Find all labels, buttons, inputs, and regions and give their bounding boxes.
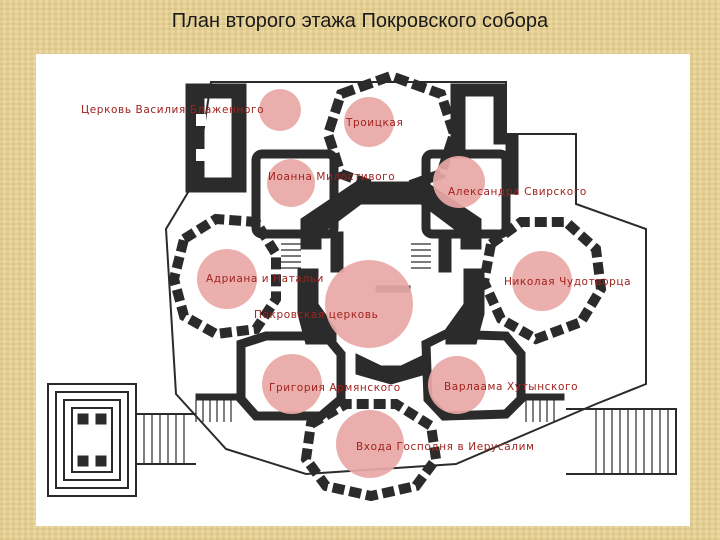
label-troitskaya: Троицкая bbox=[345, 117, 403, 129]
label-varlaam: Варлаама Хутынского bbox=[444, 381, 578, 393]
dome-grigory bbox=[262, 354, 322, 414]
dome-nikola bbox=[512, 251, 572, 311]
chapel-vasily-walls bbox=[185, 83, 247, 193]
floor-plan-drawing: Церковь Василия Блаженного Троицкая Иоан… bbox=[47, 70, 677, 502]
label-nikola: Николая Чудотворца bbox=[504, 276, 631, 288]
right-porch bbox=[566, 408, 677, 475]
dome-varlaam bbox=[428, 356, 486, 414]
chapel-nikola bbox=[478, 217, 607, 345]
slide-title: План второго этажа Покровского собора bbox=[171, 10, 549, 32]
galleries bbox=[195, 393, 565, 422]
dome-alexandr bbox=[433, 156, 485, 208]
stairs bbox=[281, 243, 431, 269]
dome-pokrovskaya bbox=[325, 260, 413, 348]
central-church-walls bbox=[297, 181, 485, 385]
left-porch bbox=[47, 383, 196, 497]
label-adrian: Адриана и Натальи bbox=[206, 273, 324, 285]
dome-markers bbox=[197, 89, 572, 478]
outer-perimeter bbox=[164, 81, 647, 476]
label-vhod: Входа Господня в Иерусалим bbox=[356, 441, 535, 453]
floor-plan: Церковь Василия Блаженного Троицкая Иоан… bbox=[36, 54, 690, 526]
label-alexandr: Александра Свирского bbox=[448, 186, 587, 198]
dome-vhod bbox=[336, 410, 404, 478]
label-vasily: Церковь Василия Блаженного bbox=[81, 104, 264, 116]
left-porch-pillars bbox=[77, 413, 107, 467]
chapel-ioann bbox=[251, 149, 339, 239]
label-pokrovskaya: Покровская церковь bbox=[254, 309, 378, 321]
dome-adrian bbox=[197, 249, 257, 309]
label-grigory: Григория Армянского bbox=[269, 382, 401, 394]
chapel-grigory bbox=[236, 331, 346, 421]
dome-ioann bbox=[267, 159, 315, 207]
dome-troitskaya bbox=[344, 97, 394, 147]
chapel-labels: Церковь Василия Блаженного Троицкая Иоан… bbox=[81, 104, 631, 453]
chapel-vhod bbox=[300, 399, 442, 502]
chapel-adrian bbox=[168, 213, 281, 340]
dome-vasily bbox=[259, 89, 301, 131]
label-ioann: Иоанна Милостивого bbox=[268, 171, 395, 183]
